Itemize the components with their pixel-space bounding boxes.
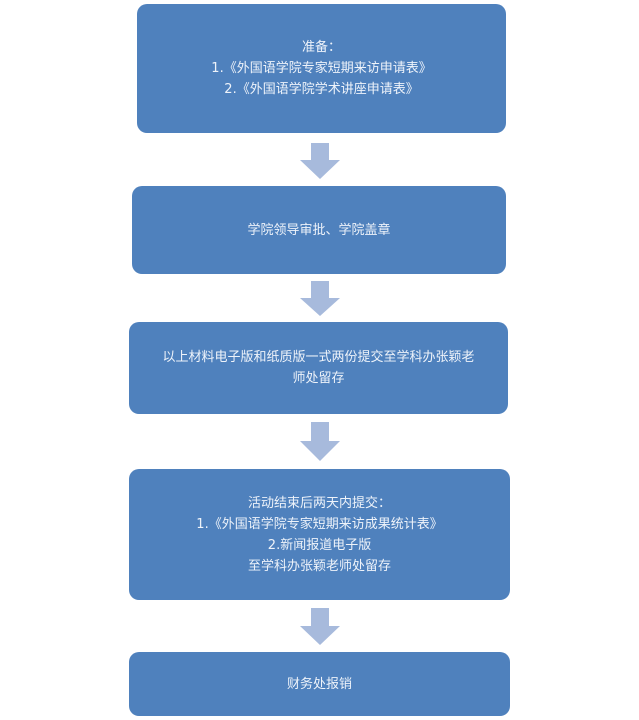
step-prepare: 准备： 1.《外国语学院专家短期来访申请表》 2.《外国语学院学术讲座申请表》 [137, 4, 506, 133]
step-text: 1.《外国语学院专家短期来访成果统计表》 [196, 516, 443, 532]
step-text: 2.新闻报道电子版 [267, 537, 372, 553]
step-approval: 学院领导审批、学院盖章 [132, 186, 506, 274]
step-text: 至学科办张颖老师处留存 [247, 558, 391, 574]
step-text: 2.《外国语学院学术讲座申请表》 [224, 82, 419, 97]
step-submit-materials: 以上材料电子版和纸质版一式两份提交至学科办张颖老 师处留存 [129, 322, 508, 414]
step-text: 以上材料电子版和纸质版一式两份提交至学科办张颖老 [162, 350, 475, 365]
down-arrow-icon [300, 143, 340, 179]
step-reimbursement: 财务处报销 [129, 652, 510, 716]
down-arrow-icon [300, 608, 340, 645]
down-arrow-icon [300, 281, 340, 316]
step-text: 1.《外国语学院专家短期来访申请表》 [211, 61, 432, 76]
step-text: 学院领导审批、学院盖章 [247, 222, 391, 238]
step-post-activity: 活动结束后两天内提交： 1.《外国语学院专家短期来访成果统计表》 2.新闻报道电… [129, 469, 510, 600]
step-text: 活动结束后两天内提交： [247, 495, 391, 511]
step-text: 财务处报销 [286, 676, 352, 692]
step-text: 准备： [301, 40, 341, 55]
step-text: 师处留存 [292, 371, 345, 386]
down-arrow-icon [300, 422, 340, 461]
